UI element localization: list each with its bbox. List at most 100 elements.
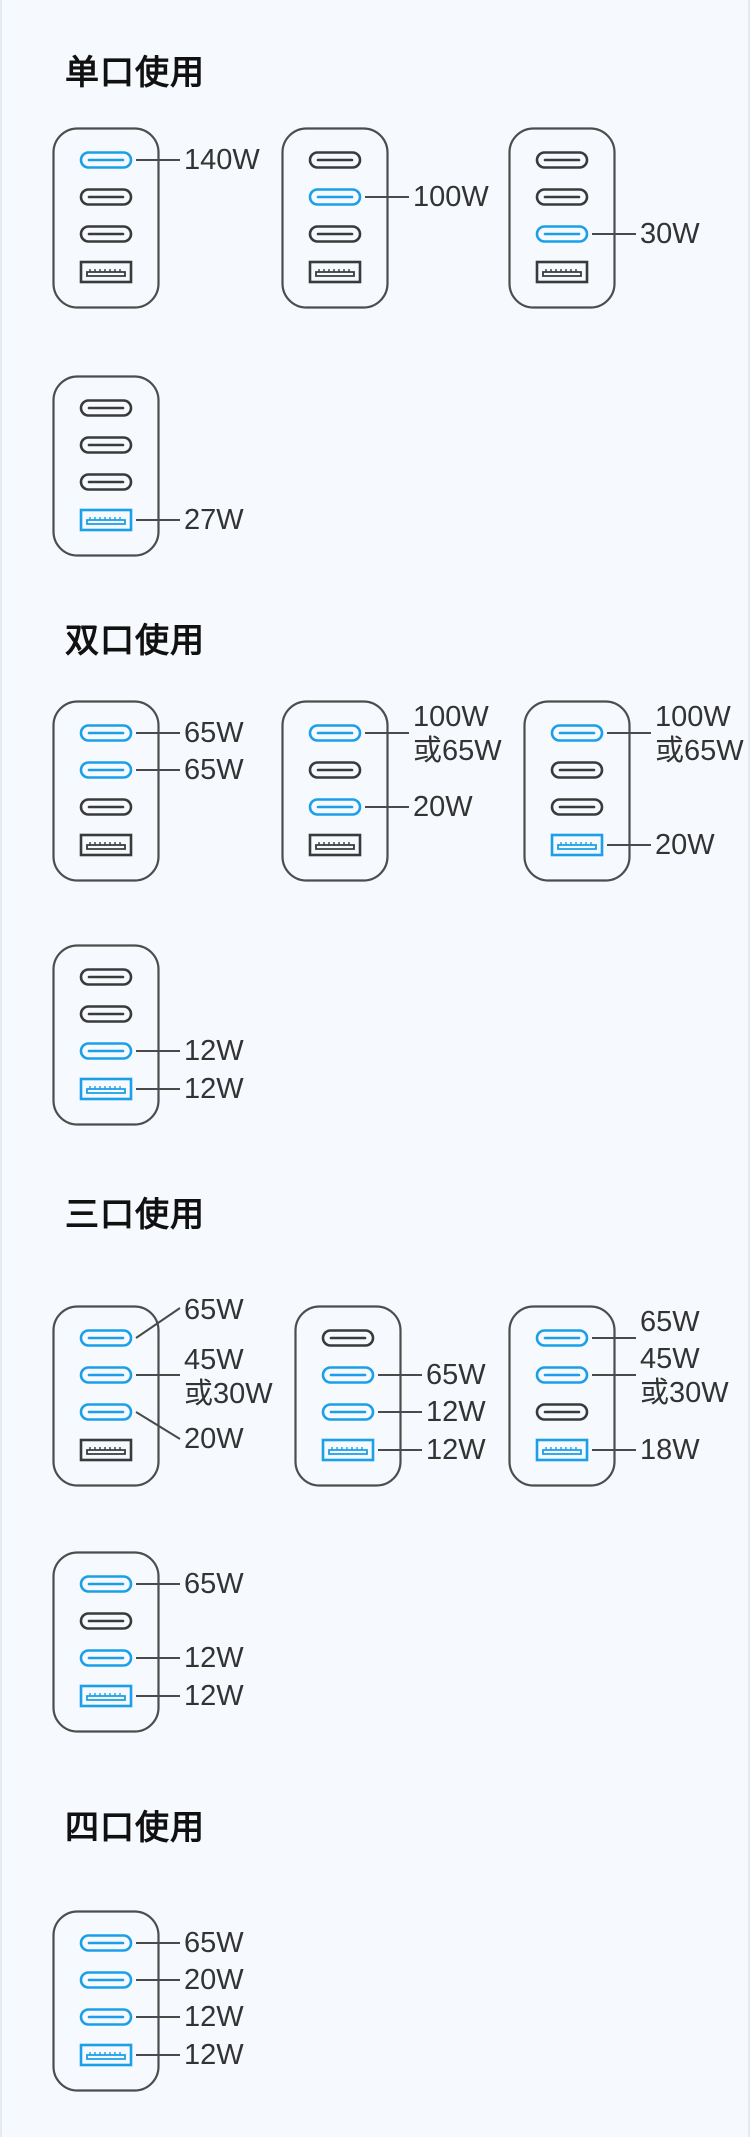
usb-c-port-icon	[535, 151, 589, 169]
usb-a-port-active-icon	[79, 1077, 133, 1101]
power-value-alternate: 或30W	[640, 1377, 729, 1409]
usb-c-port-icon	[535, 188, 589, 206]
usb-c-port-icon	[308, 225, 362, 243]
usb-c-port-active-icon	[79, 1366, 133, 1384]
usb-a-port-active-icon	[79, 1684, 133, 1708]
usb-c-port-active-icon	[308, 798, 362, 816]
charger-body	[52, 944, 160, 1126]
usb-c-port-icon	[79, 225, 133, 243]
usb-a-port-active-icon	[535, 1438, 589, 1462]
power-value: 27W	[184, 504, 244, 536]
charger-diagram: 65W 12W 12W	[294, 1305, 486, 1487]
power-label: 12W	[426, 1433, 486, 1467]
charger-diagram: 27W	[52, 375, 244, 557]
power-value: 65W	[184, 1294, 244, 1326]
usb-a-port-active-icon	[79, 2043, 133, 2067]
usb-c-port-icon	[308, 761, 362, 779]
power-label: 12W	[184, 1641, 244, 1675]
usb-a-port-active-icon	[321, 1438, 375, 1462]
usb-a-port-icon	[308, 260, 362, 284]
charger-diagram: 30W	[508, 127, 700, 309]
power-value: 30W	[640, 218, 700, 250]
usb-c-port-icon	[79, 473, 133, 491]
power-value: 12W	[184, 1642, 244, 1674]
usb-c-port-active-icon	[321, 1403, 375, 1421]
usb-c-port-active-icon	[79, 724, 133, 742]
charger-icon	[52, 700, 180, 882]
section-title: 双口使用	[65, 621, 205, 661]
usb-c-port-icon	[79, 188, 133, 206]
charger-body	[52, 1305, 160, 1487]
charger-body	[508, 127, 616, 309]
usb-c-port-icon	[79, 399, 133, 417]
usb-c-port-icon	[79, 1005, 133, 1023]
power-value: 140W	[184, 144, 260, 176]
usb-c-port-active-icon	[79, 761, 133, 779]
power-value: 100W	[413, 701, 489, 733]
charger-diagram: 100W	[281, 127, 489, 309]
charger-icon	[52, 944, 180, 1126]
power-value: 20W	[655, 829, 715, 861]
power-label: 12W	[184, 2000, 244, 2034]
power-value: 12W	[184, 1680, 244, 1712]
power-label: 18W	[640, 1433, 700, 1467]
power-label: 65W	[184, 1926, 244, 1960]
power-value: 12W	[184, 1035, 244, 1067]
usb-a-port-active-icon	[79, 508, 133, 532]
usb-c-port-active-icon	[308, 188, 362, 206]
usb-c-port-active-icon	[79, 1971, 133, 1989]
usb-c-port-active-icon	[79, 1649, 133, 1667]
charger-diagram: 65W 20W 12W 12W	[52, 1910, 244, 2092]
power-value-alternate: 或65W	[655, 735, 744, 767]
power-value: 20W	[184, 1964, 244, 1996]
section-title: 单口使用	[65, 53, 205, 93]
power-value: 18W	[640, 1434, 700, 1466]
usb-a-port-icon	[79, 833, 133, 857]
power-label: 12W	[184, 1034, 244, 1068]
charger-body	[281, 127, 389, 309]
usb-c-port-icon	[321, 1329, 375, 1347]
usb-a-port-icon	[79, 260, 133, 284]
power-label: 27W	[184, 503, 244, 537]
power-value: 12W	[184, 2001, 244, 2033]
power-value: 65W	[184, 717, 244, 749]
usb-a-port-icon	[79, 1438, 133, 1462]
usb-c-port-icon	[308, 151, 362, 169]
power-label: 12W	[184, 1072, 244, 1106]
charger-icon	[523, 700, 651, 882]
power-value: 65W	[640, 1306, 700, 1338]
charger-body	[294, 1305, 402, 1487]
power-label: 12W	[184, 1679, 244, 1713]
power-value: 12W	[426, 1396, 486, 1428]
charger-icon	[52, 1551, 180, 1733]
usb-c-port-active-icon	[535, 1329, 589, 1347]
charger-icon	[294, 1305, 422, 1487]
charger-diagram: 140W	[52, 127, 260, 309]
power-value: 65W	[184, 1927, 244, 1959]
power-value: 45W	[640, 1343, 700, 1375]
power-value: 12W	[184, 2039, 244, 2071]
charger-body	[52, 700, 160, 882]
charger-icon	[52, 375, 180, 557]
charger-icon	[52, 1910, 180, 2092]
usb-a-port-icon	[308, 833, 362, 857]
usb-c-port-active-icon	[79, 2008, 133, 2026]
power-label: 20W	[184, 1422, 244, 1456]
charger-icon	[52, 127, 180, 309]
usb-a-port-icon	[535, 260, 589, 284]
power-value: 20W	[184, 1423, 244, 1455]
power-label: 65W	[426, 1358, 486, 1392]
charger-body	[52, 127, 160, 309]
power-label: 140W	[184, 143, 260, 177]
power-label: 100W	[413, 180, 489, 214]
power-value: 65W	[184, 1568, 244, 1600]
leader-line	[135, 1411, 181, 1440]
power-value-alternate: 或65W	[413, 735, 502, 767]
